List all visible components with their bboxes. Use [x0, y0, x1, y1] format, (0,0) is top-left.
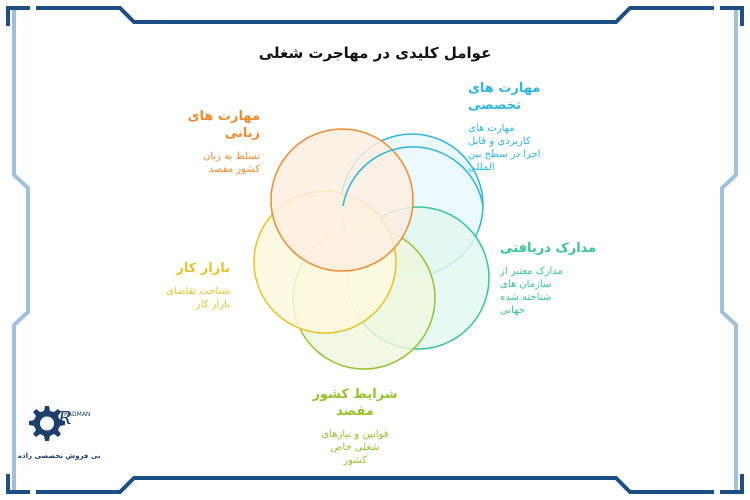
factor-description: قوانین و نیازهای شغلی خاص کشور — [321, 429, 389, 466]
frame-corner-bottom-right — [720, 474, 744, 494]
factor-heading: مدارک دریافتی — [500, 241, 597, 256]
factor-heading: شرایط کشور مقصد — [312, 387, 398, 419]
factor-description: مهارت های کاربردی و قابل اجرا در سطح بین… — [468, 123, 541, 173]
petal-specialized-skills-top-arc — [342, 146, 484, 207]
frame-bottom-border — [36, 476, 714, 494]
factor-language-skills: مهارت های زبانی تسلط به زبان کشور مقصد — [160, 108, 260, 176]
frame-top-border — [36, 6, 714, 24]
factor-heading: مهارت های تخصصی — [468, 81, 541, 113]
petal-language-skills — [270, 128, 414, 272]
factor-credentials: مدارک دریافتی مدارک معتبر از سازمان های … — [500, 240, 610, 317]
logo-tagline: آکادمی فروش تخصصی رادمان — [18, 451, 100, 460]
frame-corner-top-right — [720, 6, 744, 26]
factor-heading: مهارت های زبانی — [187, 109, 260, 141]
frame-right-border — [720, 8, 738, 492]
frame-corner-top-left — [6, 6, 30, 26]
radman-logo: R RADMAN آکادمی فروش تخصصی رادمان — [18, 406, 100, 460]
logo-brand: RADMAN — [64, 411, 90, 418]
factor-job-market: بازار کار شناخت تقاضای بازار کار — [130, 260, 230, 311]
svg-text:R: R — [57, 408, 72, 429]
factor-specialized-skills: مهارت های تخصصی مهارت های کاربردی و قابل… — [468, 80, 558, 174]
diagram-title: عوامل کلیدی در مهاجرت شغلی — [258, 44, 492, 62]
factor-description: شناخت تقاضای بازار کار — [166, 286, 230, 310]
frame-corner-bottom-left — [6, 474, 30, 494]
factor-description: تسلط به زبان کشور مقصد — [202, 151, 260, 175]
frame-left-border — [12, 8, 30, 492]
factor-destination-conditions: شرایط کشور مقصد قوانین و نیازهای شغلی خا… — [305, 386, 405, 467]
factor-description: مدارک معتبر از سازمان های شناخته شده جها… — [500, 266, 563, 316]
factor-heading: بازار کار — [176, 261, 230, 276]
